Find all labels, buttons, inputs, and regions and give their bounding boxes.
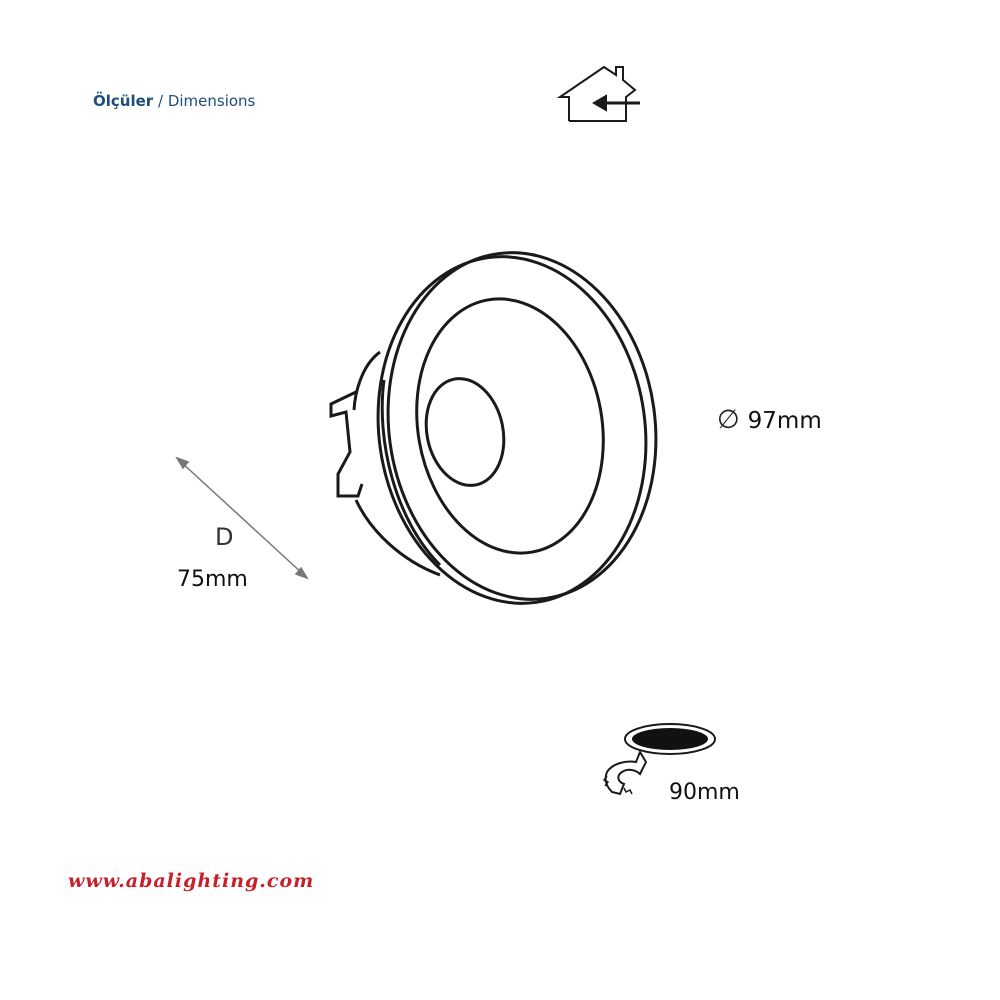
outer-bezel-rim [376,255,648,605]
diameter-label: ∅ 97mm [717,405,822,435]
page-title: Ölçüler / Dimensions [93,92,255,110]
website-link[interactable]: www.abalighting.com [68,870,315,892]
ceiling-cutout-saw-icon [602,723,716,796]
outer-bezel [386,251,658,601]
diameter-symbol: ∅ [717,405,740,435]
cutout-value: 90mm [669,780,740,805]
mounting-clip [329,390,364,498]
lamp-opening [424,377,506,487]
bezel-side [380,379,442,567]
rear-housing [352,350,381,411]
house-indoor-icon [556,65,640,122]
diameter-value: 97mm [747,408,822,434]
depth-value: 75mm [177,567,248,592]
downlight-drawing [329,251,658,605]
depth-dimension-arrow [175,456,309,580]
rear-housing-lower [354,499,441,577]
title-turkish: Ölçüler [93,92,154,110]
title-english: Dimensions [167,92,256,110]
title-separator: / [157,92,164,110]
depth-letter: D [215,523,234,551]
inner-reflector [415,297,605,555]
